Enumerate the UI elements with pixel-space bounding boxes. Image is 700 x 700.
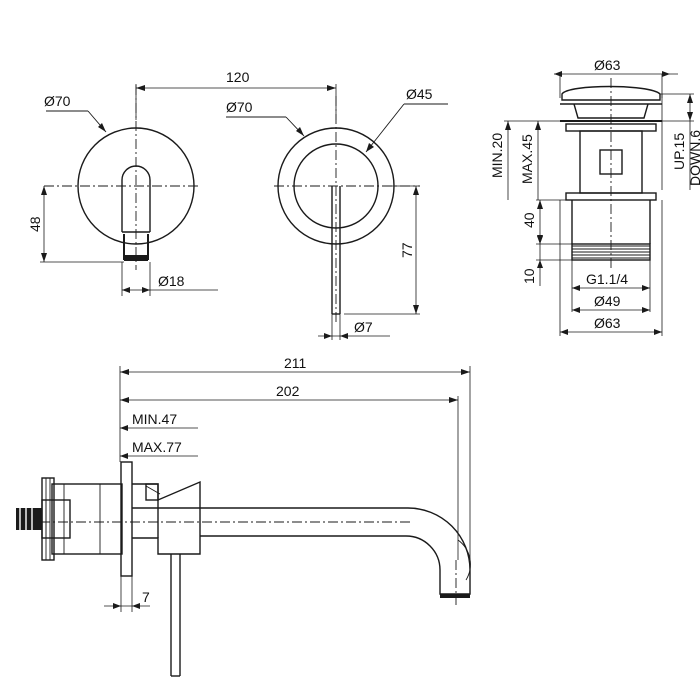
min-depth-label: MIN.47 xyxy=(132,411,177,427)
center-distance-label: 120 xyxy=(226,69,250,85)
spout-rosette-front-view: Ø70 48 Ø18 xyxy=(27,85,218,296)
side-view: 211 202 MIN.47 MAX.77 xyxy=(16,355,471,677)
spout-length-label: 202 xyxy=(276,383,300,399)
spout-outlet-diameter-label: Ø18 xyxy=(158,273,185,289)
lever-diameter-label: Ø7 xyxy=(354,319,373,335)
down-travel-label: DOWN.6 xyxy=(687,130,700,186)
cap-diameter-label: Ø63 xyxy=(594,57,621,73)
max-depth-label: MAX.77 xyxy=(132,439,182,455)
lever-drop-label: 77 xyxy=(399,242,415,258)
mixer-inner-diameter-label: Ø45 xyxy=(406,86,433,102)
overall-length-label: 211 xyxy=(284,355,307,371)
waste-plug-view: Ø63 MIN.20 MAX.45 UP.15 DOWN.6 40 10 xyxy=(489,57,700,336)
rosette-thickness-label: 7 xyxy=(142,589,150,605)
flange-diameter-label: Ø63 xyxy=(594,315,621,331)
mixer-rosette-front-view: Ø70 Ø45 77 Ø7 xyxy=(226,86,448,340)
spout-rosette-diameter-label: Ø70 xyxy=(44,93,71,109)
spout-height-label: 48 xyxy=(27,216,43,232)
thread-length-label: 10 xyxy=(521,268,537,284)
up-travel-label: UP.15 xyxy=(671,133,687,170)
thread-diameter-label: Ø49 xyxy=(594,293,621,309)
mixer-rosette-diameter-label: Ø70 xyxy=(226,99,253,115)
body-length-label: 40 xyxy=(521,212,537,228)
max-height-label: MAX.45 xyxy=(519,134,535,184)
thread-size-label: G1.1/4 xyxy=(586,271,628,287)
min-height-label: MIN.20 xyxy=(489,133,505,178)
